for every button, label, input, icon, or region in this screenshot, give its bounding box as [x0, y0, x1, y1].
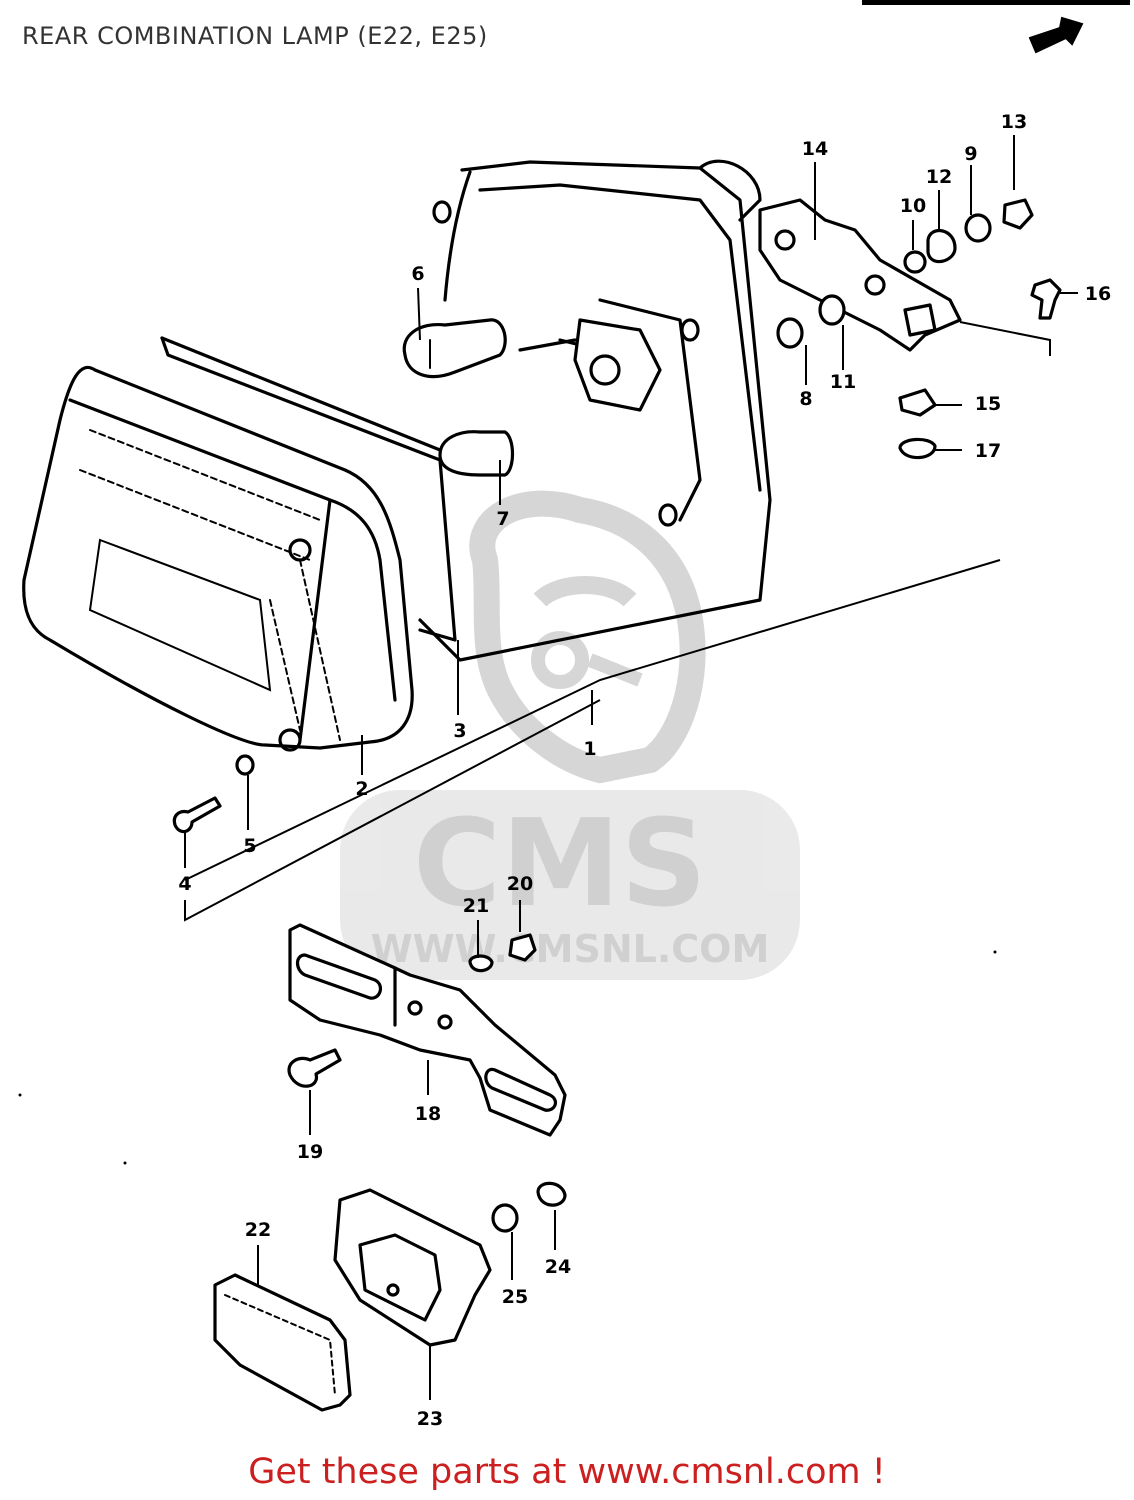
callout-22: 22 — [245, 1219, 271, 1241]
callout-1: 1 — [583, 738, 596, 760]
washer-8 — [776, 317, 804, 349]
callout-10: 10 — [900, 195, 926, 217]
callout-21: 21 — [463, 895, 489, 917]
nut-15 — [898, 388, 937, 417]
callout-24: 24 — [545, 1256, 571, 1278]
callout-labels: 1 2 3 4 5 6 7 8 9 10 11 12 13 14 15 16 1… — [178, 111, 1111, 1430]
callout-7: 7 — [496, 508, 509, 530]
callout-4: 4 — [178, 873, 191, 895]
lamp-lens — [22, 365, 414, 752]
washer-11 — [818, 294, 846, 326]
scan-specks — [18, 950, 997, 1165]
callout-20: 20 — [507, 873, 533, 895]
bulb-license — [438, 430, 515, 477]
collar-10 — [903, 250, 927, 274]
callout-23: 23 — [417, 1408, 443, 1430]
lamp-housing — [418, 159, 772, 662]
diagram-title: REAR COMBINATION LAMP (E22, E25) — [22, 22, 488, 50]
mounting-bracket — [758, 198, 962, 352]
corner-arrow-icon — [862, 0, 1130, 54]
callout-9: 9 — [964, 143, 977, 165]
callout-3: 3 — [453, 720, 466, 742]
bulb-tail-stop — [402, 318, 507, 379]
nut-24 — [536, 1181, 567, 1207]
collar-12 — [926, 229, 957, 264]
license-lamp-lens — [213, 1273, 352, 1412]
callout-25: 25 — [502, 1286, 528, 1308]
callout-2: 2 — [355, 778, 368, 800]
watermark-helmet-logo — [469, 490, 706, 784]
cms-watermark: CMS WWW.CMSNL.COM — [340, 490, 800, 980]
bolt-19 — [287, 1048, 342, 1088]
watermark-url: WWW.CMSNL.COM — [371, 927, 770, 971]
lens-screw — [172, 796, 222, 834]
watermark-brand: CMS — [413, 795, 707, 934]
callout-19: 19 — [297, 1141, 323, 1163]
lens-washer — [235, 754, 255, 776]
callout-8: 8 — [799, 388, 812, 410]
callout-12: 12 — [926, 166, 952, 188]
footer-link-text[interactable]: Get these parts at www.cmsnl.com ! — [248, 1452, 886, 1492]
washer-9 — [964, 213, 992, 243]
callout-18: 18 — [415, 1103, 441, 1125]
watermark-banner — [340, 790, 800, 980]
callout-13: 13 — [1001, 111, 1027, 133]
lamp-gasket — [160, 336, 457, 642]
callout-16: 16 — [1085, 283, 1111, 305]
nut-20 — [508, 933, 537, 962]
grommet-17 — [898, 437, 937, 460]
callout-11: 11 — [830, 371, 856, 393]
license-lamp-housing — [333, 1188, 492, 1347]
leader-lines — [184, 135, 1078, 1400]
callout-15: 15 — [975, 393, 1001, 415]
callout-6: 6 — [411, 263, 424, 285]
nut-13 — [1002, 198, 1034, 230]
nut-21 — [468, 954, 494, 973]
callout-5: 5 — [243, 835, 256, 857]
washer-25 — [491, 1203, 519, 1233]
bolt-16 — [1030, 278, 1062, 320]
callout-14: 14 — [802, 138, 828, 160]
license-plate-bracket — [288, 923, 567, 1137]
callout-17: 17 — [975, 440, 1001, 462]
